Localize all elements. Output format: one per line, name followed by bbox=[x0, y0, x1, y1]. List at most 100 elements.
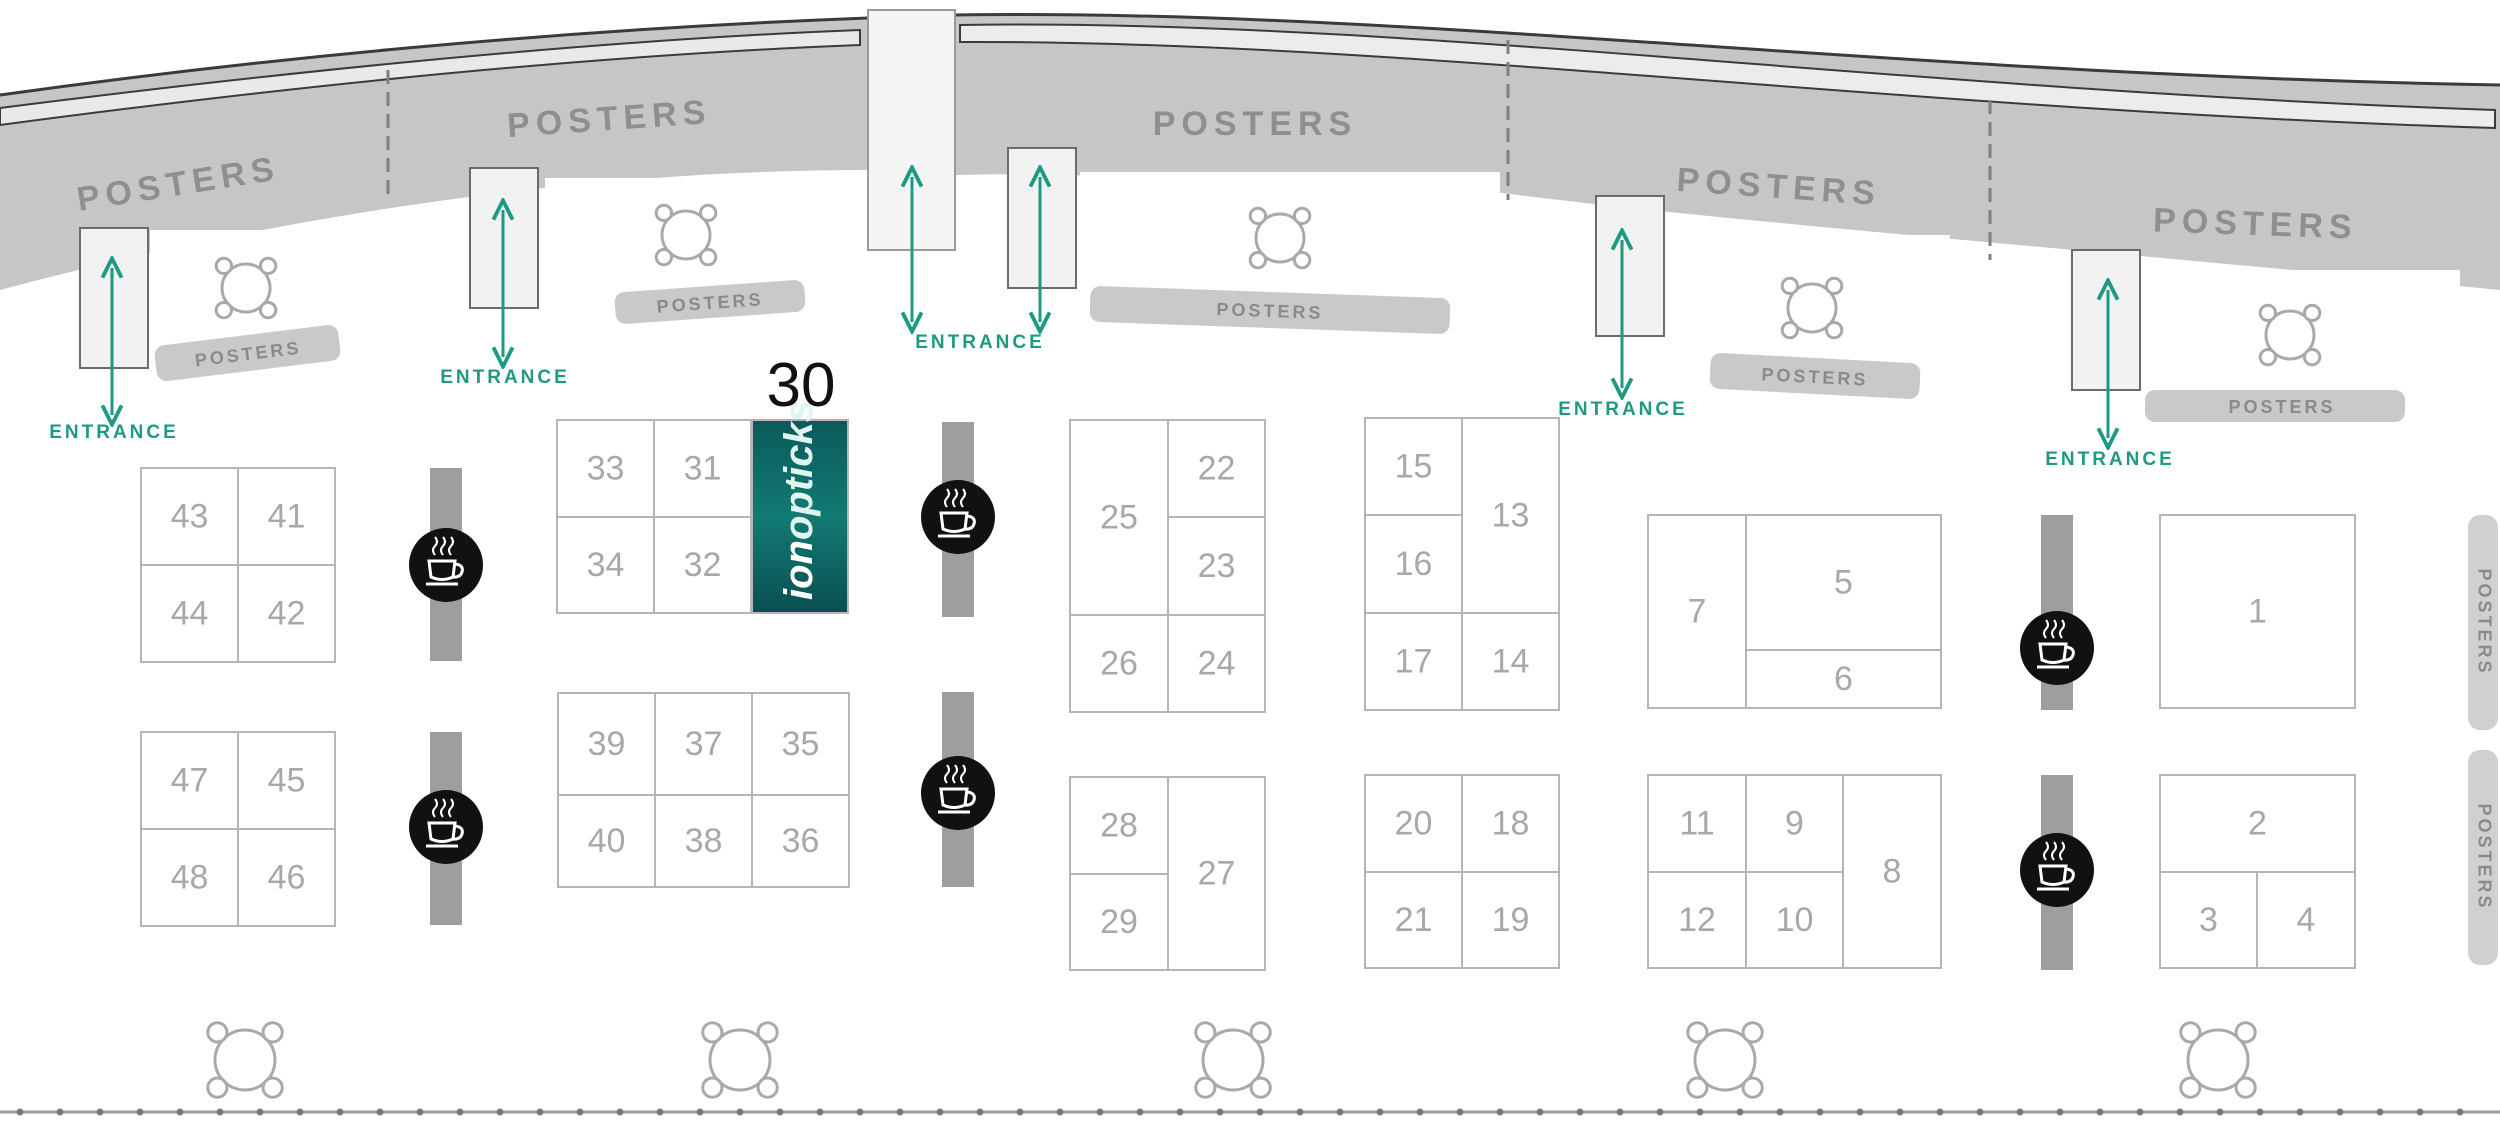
booth-22[interactable]: 22 bbox=[1167, 419, 1266, 518]
booth-number: 25 bbox=[1100, 498, 1138, 536]
booth-45[interactable]: 45 bbox=[237, 731, 336, 830]
booth-number: 26 bbox=[1100, 644, 1138, 682]
booth-21[interactable]: 21 bbox=[1364, 871, 1463, 969]
booth-13[interactable]: 13 bbox=[1461, 417, 1560, 614]
booth-30-highlight[interactable]: ionopticks 30 bbox=[751, 351, 849, 614]
booth-24[interactable]: 24 bbox=[1167, 614, 1266, 713]
booth-27[interactable]: 27 bbox=[1167, 776, 1266, 971]
booth-number: 40 bbox=[588, 822, 626, 860]
booth-number: 12 bbox=[1678, 901, 1716, 939]
booth-15[interactable]: 15 bbox=[1364, 417, 1463, 516]
booth-48[interactable]: 48 bbox=[140, 828, 239, 927]
booth-8[interactable]: 8 bbox=[1842, 774, 1942, 969]
round-table-icon bbox=[701, 1021, 779, 1099]
booth-42[interactable]: 42 bbox=[237, 564, 336, 663]
booth-number: 15 bbox=[1395, 447, 1433, 485]
booth-17[interactable]: 17 bbox=[1364, 612, 1463, 711]
booth-34[interactable]: 34 bbox=[556, 516, 655, 614]
booth-2[interactable]: 2 bbox=[2159, 774, 2356, 873]
booth-46[interactable]: 46 bbox=[237, 828, 336, 927]
booth-19[interactable]: 19 bbox=[1461, 871, 1560, 969]
booth-39[interactable]: 39 bbox=[557, 692, 656, 796]
booth-number: 41 bbox=[268, 497, 306, 535]
booth-number: 45 bbox=[268, 761, 306, 799]
booth-10[interactable]: 10 bbox=[1745, 871, 1844, 969]
booth-number: 27 bbox=[1198, 854, 1236, 892]
booth-number: 14 bbox=[1492, 642, 1530, 680]
svg-text:POSTERS: POSTERS bbox=[2474, 568, 2494, 675]
booth-4[interactable]: 4 bbox=[2256, 871, 2356, 969]
svg-text:ENTRANCE: ENTRANCE bbox=[440, 367, 570, 388]
booth-36[interactable]: 36 bbox=[751, 794, 850, 888]
posters-label-3: POSTERS bbox=[1153, 105, 1357, 143]
booth-9[interactable]: 9 bbox=[1745, 774, 1844, 873]
poster-board-1: POSTERS bbox=[154, 325, 341, 382]
poster-board-2: POSTERS bbox=[614, 280, 806, 324]
booth-20[interactable]: 20 bbox=[1364, 774, 1463, 873]
booth-44[interactable]: 44 bbox=[140, 564, 239, 663]
booth-7[interactable]: 7 bbox=[1647, 514, 1747, 709]
booth-number: 20 bbox=[1395, 804, 1433, 842]
booth-29[interactable]: 29 bbox=[1069, 873, 1169, 971]
booth-number: 19 bbox=[1492, 901, 1530, 939]
booth-number: 42 bbox=[268, 594, 306, 632]
round-table-icon bbox=[2258, 303, 2322, 367]
booth-number: 2 bbox=[2248, 804, 2267, 842]
round-table-icon bbox=[1780, 276, 1844, 340]
booth-43[interactable]: 43 bbox=[140, 467, 239, 566]
booth-3[interactable]: 3 bbox=[2159, 871, 2258, 969]
poster-board-4: POSTERS bbox=[1709, 353, 1921, 399]
booth-31[interactable]: 31 bbox=[653, 419, 752, 518]
coffee-cup-icon bbox=[409, 732, 483, 925]
booth-number: 17 bbox=[1395, 642, 1433, 680]
booth-14[interactable]: 14 bbox=[1461, 612, 1560, 711]
booth-number: 48 bbox=[171, 858, 209, 896]
booth-number: 37 bbox=[685, 725, 723, 763]
entrance-3: ENTRANCE bbox=[912, 177, 1045, 353]
booth-40[interactable]: 40 bbox=[557, 794, 656, 888]
coffee-cup-icon bbox=[2020, 515, 2094, 710]
svg-text:POSTERS: POSTERS bbox=[2228, 397, 2335, 417]
entrance-4: ENTRANCE bbox=[1558, 240, 1685, 420]
booth-23[interactable]: 23 bbox=[1167, 516, 1266, 616]
booth-number: 35 bbox=[782, 725, 820, 763]
booth-32[interactable]: 32 bbox=[653, 516, 752, 614]
booth-number: 28 bbox=[1100, 806, 1138, 844]
booth-number: 11 bbox=[1679, 804, 1714, 842]
booth-number: 39 bbox=[588, 725, 626, 763]
round-table-icon bbox=[1248, 206, 1312, 270]
highlight-booth-number: 30 bbox=[767, 351, 836, 420]
entrance-1: ENTRANCE bbox=[49, 268, 176, 443]
booth-1[interactable]: 1 bbox=[2159, 514, 2356, 709]
booth-number: 21 bbox=[1395, 901, 1433, 939]
booth-18[interactable]: 18 bbox=[1461, 774, 1560, 873]
booth-number: 38 bbox=[685, 822, 723, 860]
svg-text:ENTRANCE: ENTRANCE bbox=[2045, 449, 2175, 470]
booth-41[interactable]: 41 bbox=[237, 467, 336, 566]
round-table-icon bbox=[214, 256, 278, 320]
booth-12[interactable]: 12 bbox=[1647, 871, 1747, 969]
booth-26[interactable]: 26 bbox=[1069, 614, 1169, 713]
booth-number: 22 bbox=[1198, 449, 1236, 487]
booth-47[interactable]: 47 bbox=[140, 731, 239, 830]
booth-number: 36 bbox=[782, 822, 820, 860]
booth-25[interactable]: 25 bbox=[1069, 419, 1169, 616]
booth-33[interactable]: 33 bbox=[556, 419, 655, 518]
booth-number: 43 bbox=[171, 497, 209, 535]
booth-38[interactable]: 38 bbox=[654, 794, 753, 888]
booth-16[interactable]: 16 bbox=[1364, 514, 1463, 614]
svg-text:POSTERS: POSTERS bbox=[1216, 299, 1324, 323]
booth-number: 31 bbox=[684, 449, 722, 487]
booth-11[interactable]: 11 bbox=[1647, 774, 1747, 873]
booth-6[interactable]: 6 bbox=[1745, 649, 1942, 709]
booth-35[interactable]: 35 bbox=[751, 692, 850, 796]
booth-number: 13 bbox=[1492, 496, 1530, 534]
booth-5[interactable]: 5 bbox=[1745, 514, 1942, 651]
booth-37[interactable]: 37 bbox=[654, 692, 753, 796]
booth-number: 29 bbox=[1100, 903, 1138, 941]
booth-number: 7 bbox=[1688, 592, 1707, 630]
svg-text:POSTERS: POSTERS bbox=[2474, 803, 2494, 910]
round-table-icon bbox=[1194, 1021, 1272, 1099]
booth-28[interactable]: 28 bbox=[1069, 776, 1169, 875]
